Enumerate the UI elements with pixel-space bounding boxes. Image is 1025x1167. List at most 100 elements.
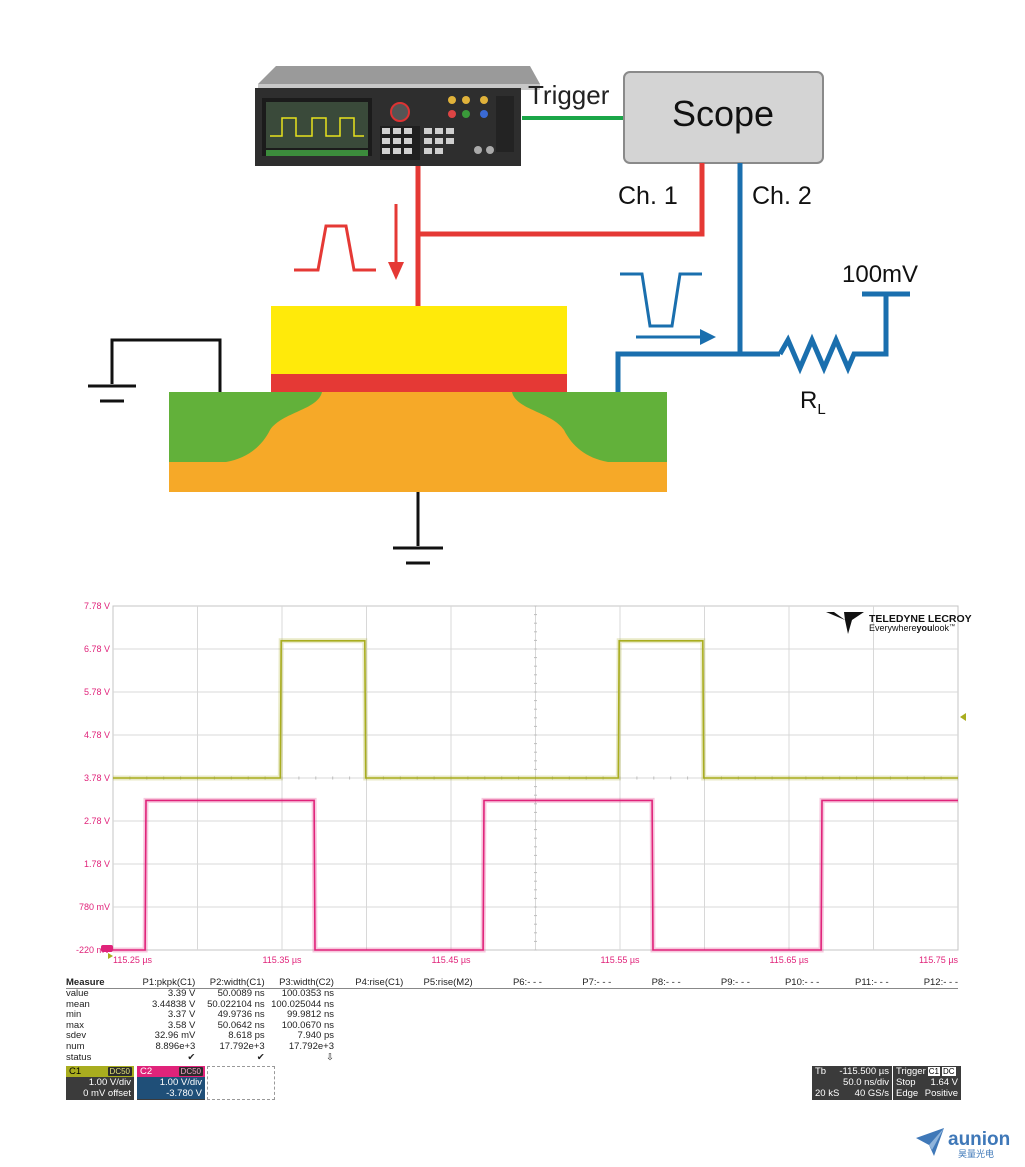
measure-title: Measure — [66, 977, 126, 989]
measure-param-header[interactable]: P2:width(C1) — [195, 977, 265, 989]
measure-cell: 3.37 V — [167, 1009, 196, 1021]
aunion-watermark: aunion 昊量光电 — [916, 1128, 1010, 1159]
grid-tick — [534, 906, 537, 908]
measure-row-label: sdev — [66, 1030, 87, 1042]
measure-cell: 17.792e+3 — [219, 1040, 265, 1052]
traces — [113, 638, 958, 953]
grid-tick — [534, 794, 537, 796]
ch1-label: Ch. 1 — [618, 182, 678, 210]
measure-cell — [611, 1000, 680, 1011]
measure-cell — [473, 1000, 542, 1011]
tb-samples: 20 kS — [815, 1088, 840, 1099]
measure-cell — [681, 989, 750, 1000]
measure-cell — [334, 1021, 403, 1032]
measure-param-header[interactable]: P11:- - - — [819, 977, 889, 989]
grid-tick — [534, 768, 537, 770]
measure-cell — [889, 989, 958, 1000]
measure-cell — [889, 1031, 958, 1042]
measure-cell — [611, 1021, 680, 1032]
measure-param-header[interactable]: P5:rise(M2) — [403, 977, 473, 989]
grid-tick — [534, 708, 537, 710]
trig-mode: Stop — [896, 1077, 916, 1088]
measure-param-header[interactable]: P7:- - - — [541, 977, 612, 989]
watermark-brand: aunion — [948, 1129, 1010, 1150]
c1-ground-marker — [108, 953, 113, 959]
measure-cell — [542, 1021, 611, 1032]
empty-descriptor-slot[interactable] — [207, 1066, 275, 1100]
y-tick-label: 1.78 V — [84, 859, 110, 869]
measure-cell — [403, 1042, 472, 1053]
measure-cell — [334, 1042, 403, 1053]
measure-cell — [334, 1053, 403, 1064]
measure-cell — [819, 1021, 888, 1032]
negative-pulse-icon — [620, 272, 702, 328]
measure-cell — [681, 1021, 750, 1032]
channel-c2-descriptor[interactable]: C2 DC50 1.00 V/div -3.780 V — [137, 1066, 205, 1100]
measure-cell: ⇩ — [326, 1051, 334, 1063]
voltage-label: 100mV — [842, 261, 918, 288]
c1-offset: 0 mV offset — [83, 1088, 131, 1099]
grid-tick — [534, 682, 537, 684]
measure-row-label: max — [66, 1019, 84, 1031]
brand-name: TELEDYNE LECROY — [869, 613, 972, 625]
grid-tick — [534, 837, 537, 839]
markers — [101, 712, 966, 959]
grid-tick — [534, 614, 537, 616]
measure-cell: 3.39 V — [167, 988, 196, 999]
measure-cell — [819, 1031, 888, 1042]
measure-row-label: num — [66, 1040, 85, 1052]
measure-cell — [542, 1053, 611, 1064]
trace-c2 — [113, 799, 958, 951]
measure-cell: 100.025044 ns — [271, 998, 334, 1010]
measure-cell — [473, 1031, 542, 1042]
measure-param-header[interactable]: P10:- - - — [749, 977, 820, 989]
y-tick-label: 2.78 V — [84, 816, 110, 826]
grid-tick — [619, 776, 621, 780]
grid-tick — [687, 776, 689, 780]
measure-cell — [819, 1053, 888, 1064]
c2-ground-marker — [101, 945, 113, 952]
y-tick-label: 6.78 V — [84, 644, 110, 654]
teledyne-logo-icon — [826, 612, 864, 634]
grid-tick — [349, 776, 351, 780]
measure-cell — [403, 1053, 472, 1064]
measure-cell — [819, 989, 888, 1000]
grid-tick — [534, 700, 537, 702]
measure-param-header[interactable]: P6:- - - — [472, 977, 542, 989]
grid-tick — [534, 897, 537, 899]
measure-param-header[interactable]: P12:- - - — [888, 977, 958, 989]
oscilloscope-chart: 7.78 V6.78 V5.78 V4.78 V3.78 V2.78 V1.78… — [76, 601, 972, 965]
x-tick-label: 115.75 µs — [919, 955, 959, 965]
c2-vdiv: 1.00 V/div — [137, 1077, 205, 1088]
trigger-level-marker — [960, 712, 966, 721]
measure-cell — [542, 1042, 611, 1053]
resistor-symbol — [777, 294, 889, 375]
measure-cell — [750, 989, 819, 1000]
measure-cell — [889, 1053, 958, 1064]
grid-tick — [534, 940, 537, 942]
grid-tick — [653, 776, 655, 780]
grid-tick — [534, 657, 537, 659]
measure-cell — [889, 1010, 958, 1021]
c1-name: C1 — [69, 1066, 82, 1077]
measure-cell — [334, 1000, 403, 1011]
setup-diagram: Trigger Scope Ch. 1 Ch. 2 100mV RL — [88, 66, 918, 565]
measure-cell — [473, 1021, 542, 1032]
measure-param-header[interactable]: P1:pkpk(C1) — [126, 977, 196, 989]
measure-cell — [403, 1010, 472, 1021]
measure-cell — [473, 1053, 542, 1064]
measure-param-header[interactable]: P9:- - - — [680, 977, 750, 989]
grid-tick — [534, 631, 537, 633]
channel-c1-descriptor[interactable]: C1 DC50 1.00 V/div 0 mV offset — [66, 1066, 134, 1100]
trigger-label: Trigger — [528, 80, 610, 110]
measure-param-header[interactable]: P4:rise(C1) — [333, 977, 404, 989]
measure-param-header[interactable]: P8:- - - — [611, 977, 681, 989]
measure-cell: 7.940 ps — [297, 1030, 334, 1042]
trig-type: Edge — [896, 1088, 919, 1099]
measure-param-header[interactable]: P3:width(C2) — [264, 977, 334, 989]
measure-cell — [819, 1000, 888, 1011]
